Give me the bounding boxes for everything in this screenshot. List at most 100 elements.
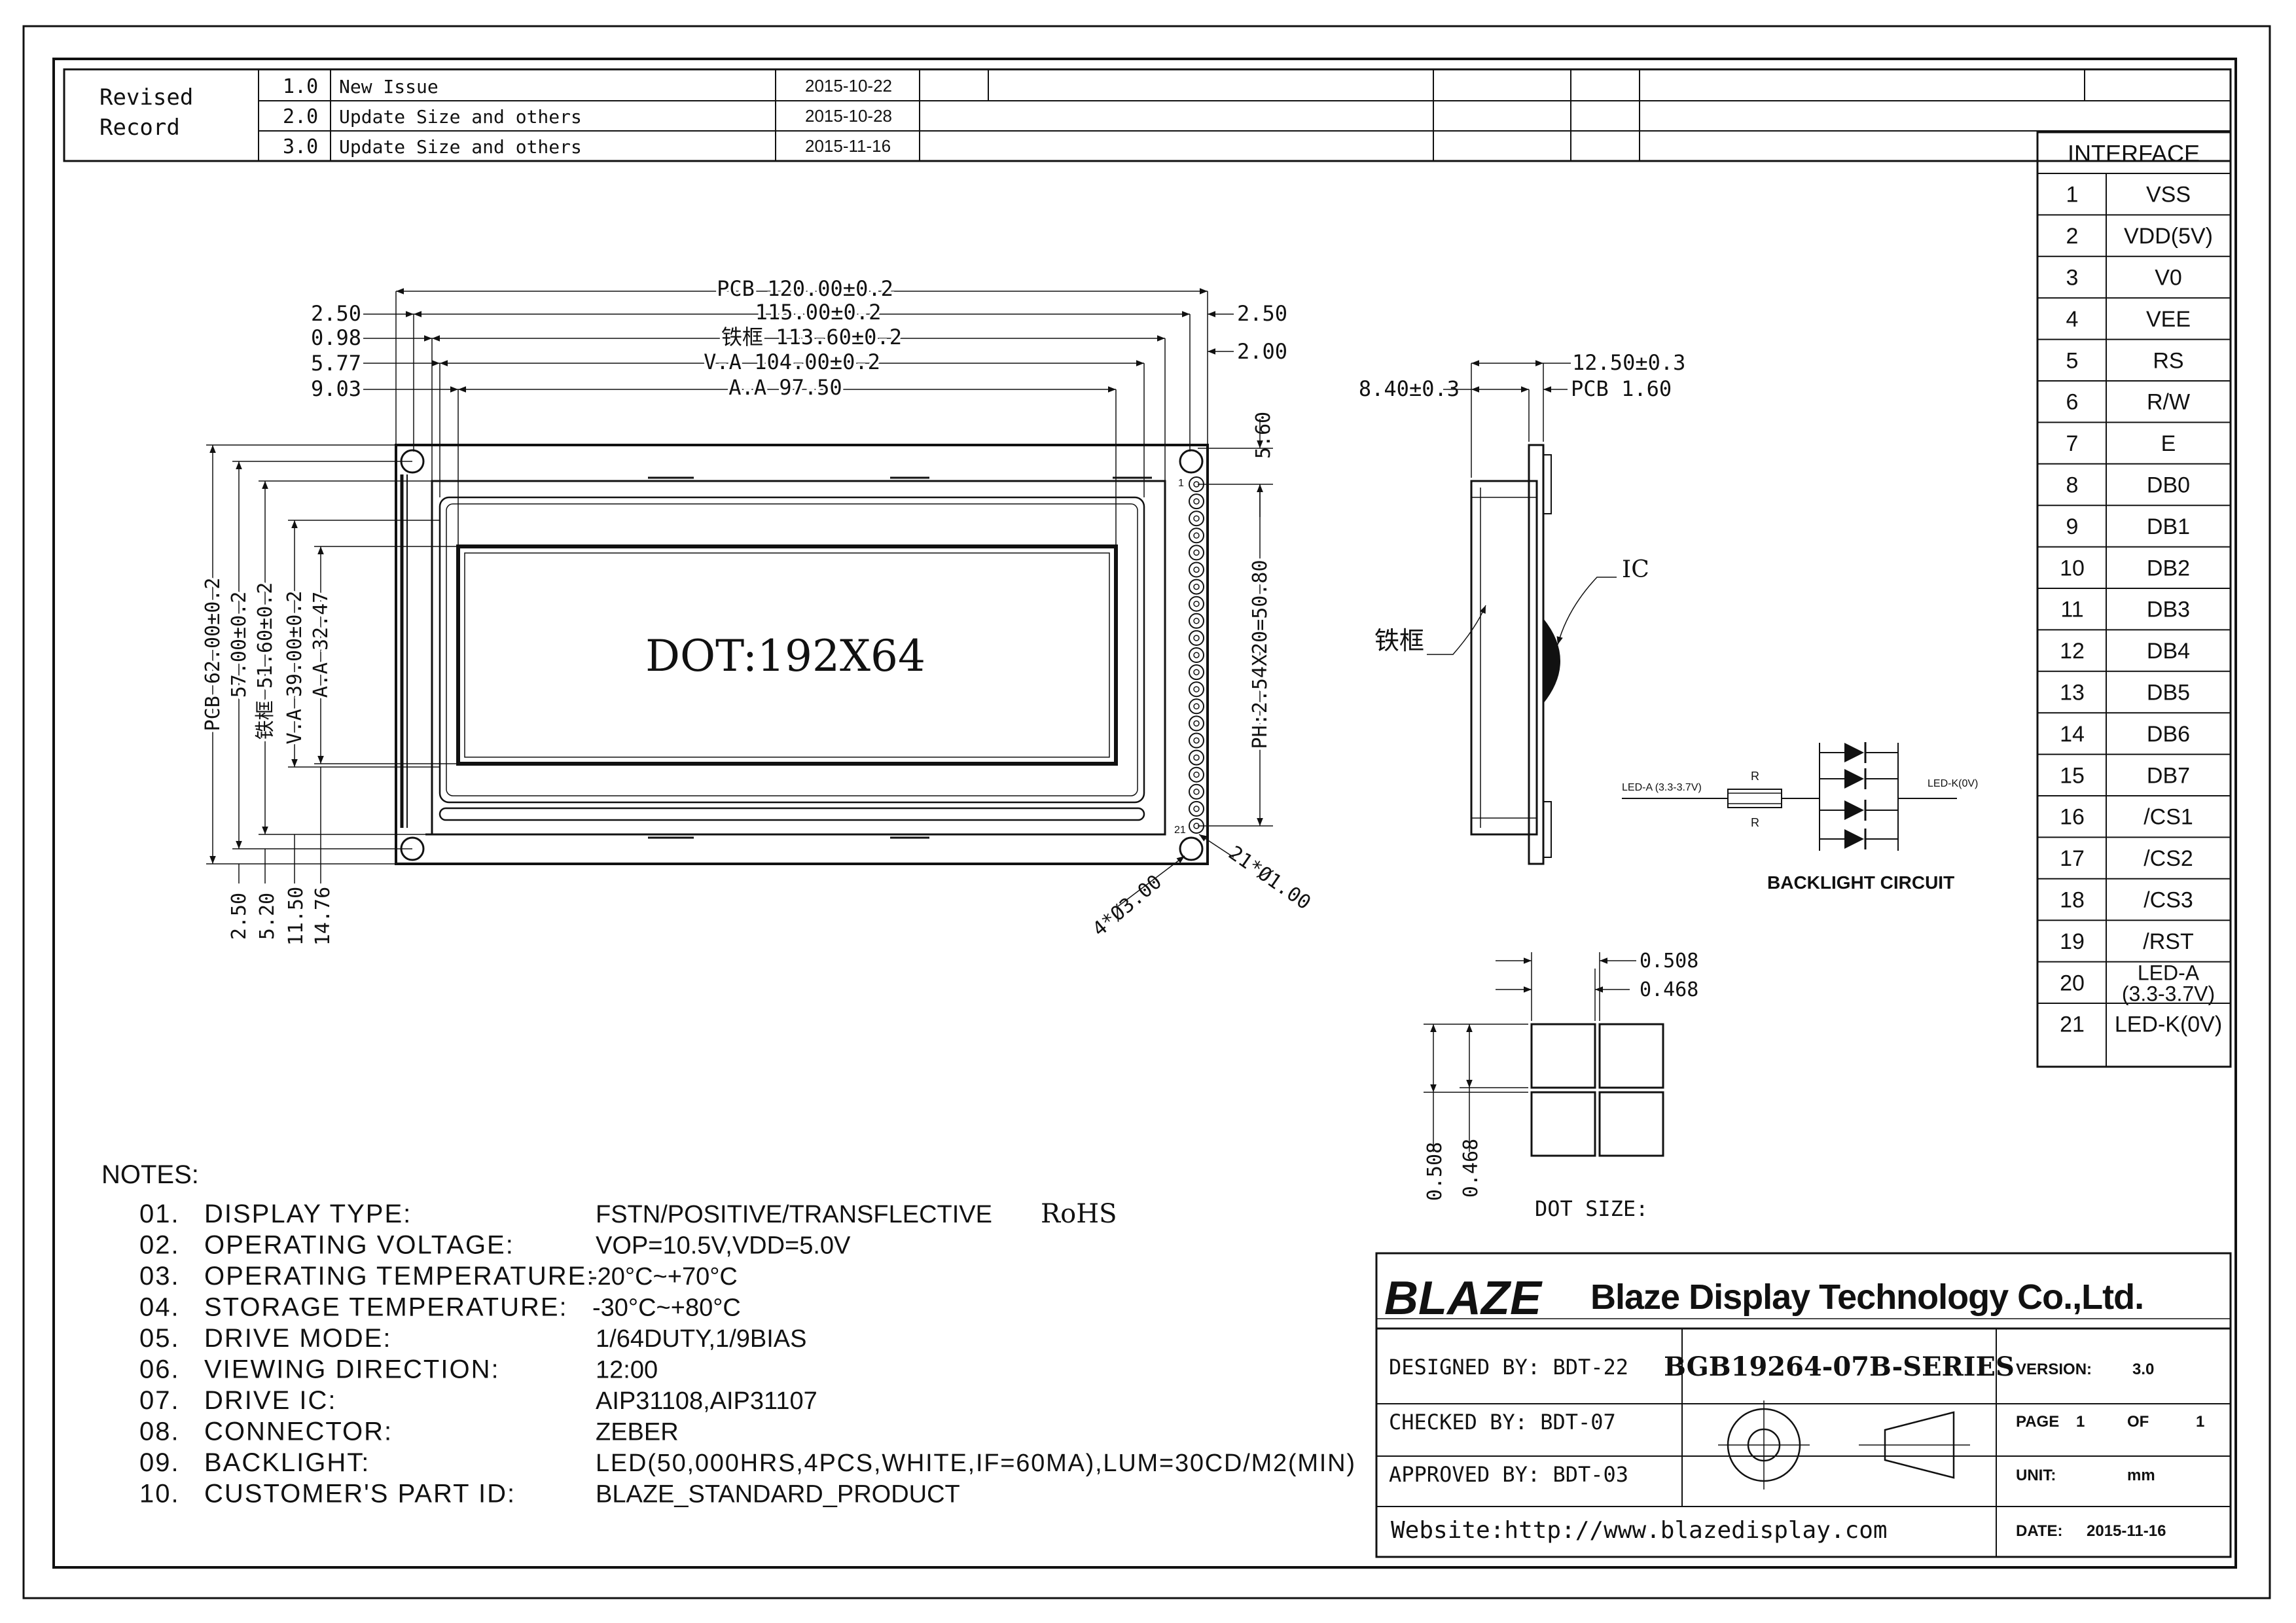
note-number: 08. <box>139 1418 180 1446</box>
note-label: DRIVE IC: <box>204 1386 336 1415</box>
interface-pin-name: DB7 <box>2147 763 2190 788</box>
dim-left-offset-4: 9.03 <box>311 376 361 401</box>
display-resolution-label: DOT:192X64 <box>645 631 925 681</box>
side-view: 12.50±0.3 8.40±0.3 PCB 1.60 IC 铁框 <box>1359 350 1685 865</box>
connector-pins <box>1189 476 1204 834</box>
rev-desc-3: Update Size and others <box>339 136 582 158</box>
dim-side-thickness: 12.50±0.3 <box>1572 350 1685 375</box>
interface-pin-name-line2: (3.3-3.7V) <box>2122 982 2215 1005</box>
interface-pin-number: 9 <box>2066 514 2079 539</box>
connector-pin <box>1189 527 1204 544</box>
connector-pin <box>1189 613 1204 629</box>
resistor-label-1: R <box>1751 770 1759 783</box>
side-frame-label: 铁框 <box>1374 628 1424 655</box>
resistor-2 <box>1727 793 1782 804</box>
interface-pin-name: LED-K(0V) <box>2115 1012 2222 1037</box>
note-label: OPERATING VOLTAGE: <box>204 1231 514 1260</box>
approved-by: APPROVED BY: BDT-03 <box>1389 1462 1628 1487</box>
interface-pin-number: 10 <box>2060 556 2085 580</box>
page-of-label: OF <box>2127 1413 2149 1431</box>
dim-right-offset-1: 2.50 <box>1237 301 1287 326</box>
version-value: 3.0 <box>2132 1361 2154 1378</box>
interface-pin-number: 2 <box>2066 224 2079 249</box>
interface-pin-number: 21 <box>2060 1012 2085 1037</box>
mount-hole-br <box>1179 836 1204 861</box>
interface-pin-number: 11 <box>2060 597 2083 622</box>
connector-pin <box>1189 783 1204 800</box>
backlight-anode-label: LED-A (3.3-3.7V) <box>1622 782 1702 793</box>
note-value: 1/64DUTY,1/9BIAS <box>596 1325 806 1353</box>
note-extra: RoHS <box>1041 1199 1117 1229</box>
dim-pin-top-offset: 5.60 <box>1252 412 1275 459</box>
rev-desc-1: New Issue <box>339 76 439 98</box>
note-number: 03. <box>139 1262 180 1291</box>
interface-pin-name: VSS <box>2146 183 2191 207</box>
date-label: DATE: <box>2016 1522 2063 1540</box>
logo-wordmark: BLAZE <box>1384 1272 1543 1325</box>
note-number: 01. <box>139 1200 180 1228</box>
dim-side-pcb: PCB 1.60 <box>1571 376 1672 401</box>
dot-size-h: 0.468 <box>1640 978 1698 1001</box>
backlight-cathode-label: LED-K(0V) <box>1928 778 1978 789</box>
resistor-label-2: R <box>1751 816 1759 829</box>
interface-pin-number: 17 <box>2060 846 2085 871</box>
company-name: Blaze Display Technology Co.,Ltd. <box>1590 1277 2144 1317</box>
hole-callout: 4*Ø3.00 <box>1088 870 1166 941</box>
dim-left-offset-2: 0.98 <box>311 325 361 350</box>
led-diode-icon <box>1844 800 1864 820</box>
pin-21-label: 21 <box>1174 825 1186 836</box>
title-block: BLAZE Blaze Display Technology Co.,Ltd. … <box>1375 1252 2232 1558</box>
unit-label: UNIT: <box>2016 1467 2056 1484</box>
interface-pin-number: 14 <box>2060 722 2085 747</box>
note-label: STORAGE TEMPERATURE: <box>204 1293 568 1322</box>
dim-pin-pitch: PH:2.54X20=50.80 <box>1249 560 1272 749</box>
interface-pin-name: DB6 <box>2147 722 2190 747</box>
dim-left-offset-1: 2.50 <box>311 301 361 326</box>
side-frame <box>1470 480 1538 836</box>
interface-pin-name: LED-A <box>2138 961 2200 984</box>
note-number: 10. <box>139 1480 180 1508</box>
dot-size-diagram: 0.508 0.468 0.508 0.468 DOT SIZE: <box>1424 950 1698 1221</box>
dim-aa-width: A.A 97.50 <box>728 375 842 400</box>
connector-pin <box>1189 664 1204 681</box>
viewing-area <box>439 496 1145 804</box>
interface-pin-name: /CS2 <box>2144 846 2193 871</box>
note-label: BACKLIGHT: <box>204 1448 370 1477</box>
led-diode-icon <box>1844 829 1864 849</box>
designed-by: DESIGNED BY: BDT-22 <box>1389 1355 1628 1380</box>
connector-pin <box>1189 749 1204 766</box>
connector-pin <box>1189 732 1204 749</box>
rev-date-1: 2015-10-22 <box>805 76 892 96</box>
dot-size-title: DOT SIZE: <box>1535 1196 1648 1221</box>
interface-pin-number: 13 <box>2060 681 2085 705</box>
interface-pin-number: 19 <box>2060 929 2085 954</box>
interface-pin-name: DB0 <box>2147 473 2190 498</box>
dot-size-v: 0.468 <box>1460 1139 1482 1198</box>
dim-outline-height: 57.00±0.2 <box>228 592 251 698</box>
metal-frame <box>431 480 1166 836</box>
connector-pin <box>1189 647 1204 663</box>
dim-bottom-offset-3: 11.50 <box>285 887 308 946</box>
active-area <box>456 544 1118 766</box>
connector-pin <box>1189 579 1204 595</box>
interface-pin-name: DB5 <box>2147 681 2190 705</box>
side-ic-label: IC <box>1622 556 1649 583</box>
connector-pin <box>1189 510 1204 527</box>
pin-callout: 21*Ø1.00 <box>1224 842 1314 915</box>
note-number: 05. <box>139 1324 180 1353</box>
interface-pin-number: 4 <box>2066 307 2079 332</box>
dot-pitch-h: 0.508 <box>1640 950 1698 972</box>
note-value: BLAZE_STANDARD_PRODUCT <box>596 1481 960 1508</box>
page-label: PAGE <box>2016 1413 2059 1431</box>
dot-pitch-v: 0.508 <box>1424 1142 1446 1201</box>
interface-pin-number: 12 <box>2060 639 2085 664</box>
dim-side-frame-depth: 8.40±0.3 <box>1359 376 1460 401</box>
dim-va-width: V.A 104.00±0.2 <box>704 349 880 374</box>
interface-pin-name: DB4 <box>2147 639 2190 664</box>
revision-table: Revised Record 1.0 New Issue 2015-10-22 … <box>63 68 2232 162</box>
connector-pin <box>1189 562 1204 578</box>
resistor-1 <box>1727 789 1782 808</box>
connector-pin <box>1189 698 1204 715</box>
dim-bottom-offset-1: 2.50 <box>228 893 251 940</box>
